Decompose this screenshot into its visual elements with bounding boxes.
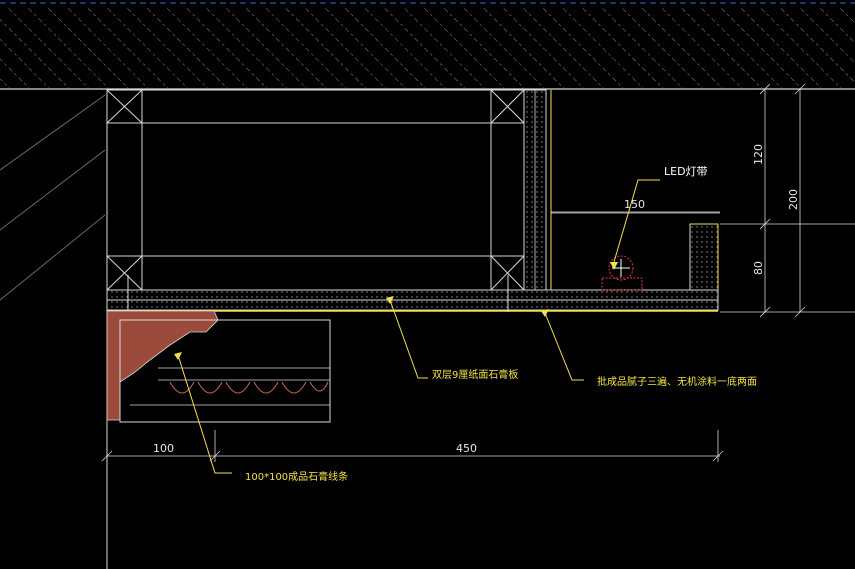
gypsum-moulding — [106, 310, 331, 423]
label-led-strip: LED灯带 — [664, 165, 708, 178]
label-gypsum-board: 双层9厘纸面石膏板 — [432, 368, 518, 381]
dim-width-left: 100 — [153, 442, 174, 455]
vertical-dimensions — [720, 83, 855, 318]
leader-arrows — [174, 262, 618, 360]
left-wall-hatch — [0, 94, 106, 301]
concrete-slab — [0, 8, 855, 88]
screws — [127, 275, 509, 312]
timber-frame — [106, 89, 525, 291]
dim-led-offset: 150 — [624, 198, 645, 211]
led-fixture — [601, 255, 643, 291]
gypsum-board-lower — [106, 299, 719, 311]
leader-lines — [177, 179, 660, 474]
label-moulding: 100*100成品石膏线条 — [245, 470, 348, 483]
dim-height-total: 200 — [787, 189, 800, 210]
dim-width-main: 450 — [456, 442, 477, 455]
dim-height-bottom: 80 — [752, 261, 765, 275]
label-paint-finish: 批成品腻子三遍、无机涂料一底两面 — [597, 375, 757, 388]
gypsum-board-upper — [106, 289, 719, 301]
horizontal-dimension — [101, 430, 724, 462]
dim-height-top: 120 — [752, 144, 765, 165]
